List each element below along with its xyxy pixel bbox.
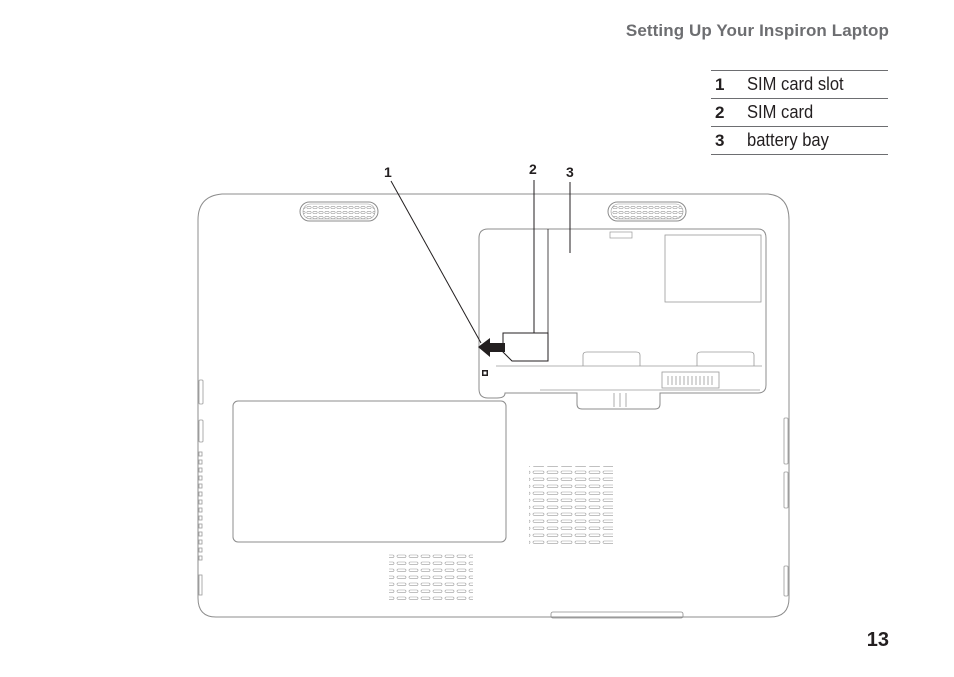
legend-number: 2 [715,102,725,122]
access-panel [232,400,507,543]
insert-arrow [478,338,505,357]
speaker-grill-right [607,201,687,222]
legend-label: SIM card [747,102,814,122]
legend-label: battery bay [747,130,829,150]
legend-label: SIM card slot [747,74,844,94]
callout-line-1 [390,180,482,344]
callout-number-1: 1 [384,164,392,180]
speaker-grill-left [299,201,379,222]
vent-right [529,466,613,544]
right-side-ports [783,417,789,597]
page-header: Setting Up Your Inspiron Laptop [625,21,889,40]
legend-row: 1 SIM card slot [711,70,888,98]
callout-number-3: 3 [566,164,574,180]
callout-number-2: 2 [529,161,537,177]
legend-number: 3 [715,130,725,150]
page-number: 13 [866,629,889,651]
legend-row: 3 battery bay [711,126,888,155]
battery-bay [478,228,767,410]
bottom-foot [550,611,684,619]
laptop-outline [197,193,790,618]
sim-card [502,229,549,362]
legend-row: 2 SIM card [711,98,888,126]
legend-table: 1 SIM card slot 2 SIM card 3 battery bay [711,70,888,155]
left-side-ports [198,379,204,596]
legend-number: 1 [715,74,725,94]
vent-bottom [389,551,473,600]
